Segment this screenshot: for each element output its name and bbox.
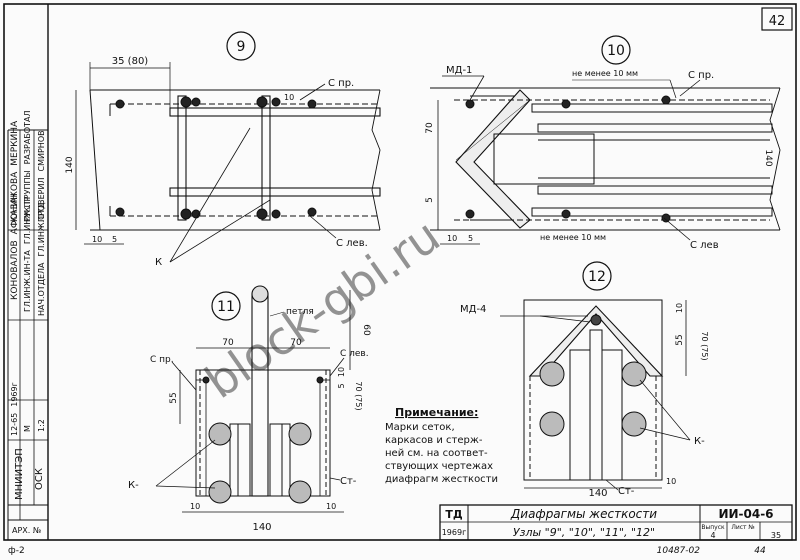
node-11-label-cpr: С пр. xyxy=(150,355,174,365)
note-title: Примечание: xyxy=(395,406,478,419)
sheet-subtitle: Узлы "9", "10", "11", "12" xyxy=(513,526,655,539)
node-11-label-k: К- xyxy=(128,480,139,491)
node-10-number: 10 xyxy=(607,43,625,59)
node-10-dim-70: 70 xyxy=(425,122,435,134)
node-12-dim-70-75: 70 (75) xyxy=(700,331,709,360)
node-11-dim-70a: 70 xyxy=(222,338,234,348)
side-scale-m: М xyxy=(23,425,32,432)
node-9-dim-top: 35 (80) xyxy=(112,56,149,67)
node-9-dim-10a: 10 xyxy=(284,93,294,102)
node-11-dim-140: 140 xyxy=(252,522,271,533)
node-12-dim-140: 140 xyxy=(588,488,607,499)
sheet-value: 35 xyxy=(771,531,781,540)
stamp-year: 1969г xyxy=(442,528,467,537)
node-9-label-clev: С лев. xyxy=(336,238,368,249)
node-11-number: 11 xyxy=(217,299,235,315)
node-10-label-cpr: С пр. xyxy=(688,70,714,81)
node-12-dim-10: 10 xyxy=(675,303,684,313)
node-11-label-loop: петля xyxy=(286,307,314,317)
note-line-3: ней см. на соответ- xyxy=(385,448,488,459)
node-12-label-md: МД-4 xyxy=(460,304,486,315)
node-10-label-clev: С лев xyxy=(690,240,719,251)
node-11-dim-10: 10 xyxy=(337,367,346,377)
footer-number: 10487-02 xyxy=(657,546,701,556)
node-11-dim-10b: 10 xyxy=(190,502,200,511)
node-10-dim-140: 140 xyxy=(763,149,773,166)
node-11-dim-60: 60 xyxy=(361,324,371,336)
node-11-dim-5: 5 xyxy=(337,383,346,388)
node-12: 12 МД-4 10 55 70 (75) К- Ст- 140 10 xyxy=(460,261,709,499)
node-11-dim-70-75: 70 (75) xyxy=(354,381,363,410)
node-12-label-ct: Ст- xyxy=(618,486,635,497)
node-10-dim-5: 5 xyxy=(425,197,435,203)
side-names-b: КАЗАКОВАМЕРКИНА xyxy=(10,120,20,222)
node-11-label-ct: Ст- xyxy=(340,476,357,487)
side-org: МНИИТЭП xyxy=(14,448,25,500)
sheet-label: Лист № xyxy=(731,524,754,531)
side-roles-c: НАЧ.ОТДЕЛАГЛ.ИНЖ.ОТД. xyxy=(37,200,46,316)
footer-page: 44 xyxy=(754,546,766,556)
node-9-number: 9 xyxy=(237,39,246,55)
page-number: 42 xyxy=(769,14,786,29)
side-title-block: КОНОВАЛОВАФОНИН КАЗАКОВАМЕРКИНА ГЛ.ИНЖ.И… xyxy=(7,111,48,540)
note-line-4: ствующих чертежах xyxy=(385,461,493,472)
sheet-title: Диафрагмы жесткости xyxy=(510,507,657,521)
node-10-dim-10: 10 xyxy=(447,234,457,243)
node-9: 9 35 (80) 140 10 10 5 С пр xyxy=(65,31,381,268)
node-11: 11 петля 70 70 60 С пр. С лев. 55 5 10 7 xyxy=(128,285,371,533)
node-11-dim-55: 55 xyxy=(169,392,179,403)
side-roles-a: ГЛ.ИНЖ.ИН-ТАГЛ.ИНЖ.ПР xyxy=(23,197,32,312)
node-10-note-bottom: не менее 10 мм xyxy=(540,233,606,242)
side-arch: АРХ. № xyxy=(12,526,42,535)
node-9-circle xyxy=(226,31,256,61)
node-10-label-md: МД-1 xyxy=(446,65,472,76)
node-12-dim-10b: 10 xyxy=(666,477,676,486)
node-9-label-k: К xyxy=(155,257,162,268)
side-dept: ОСК xyxy=(34,468,45,490)
side-year: 12-651969г xyxy=(10,382,19,436)
node-9-dim-5: 5 xyxy=(112,235,117,244)
footer-left: ф-2 xyxy=(8,546,25,556)
node-11-dim-10c: 10 xyxy=(326,502,336,511)
side-roles-b: РУК.ГРУППЫРАЗРАБОТАЛ xyxy=(23,111,32,222)
node-11-label-clev: С лев. xyxy=(340,349,369,359)
note-line-5: диафрагм жесткости xyxy=(385,474,498,485)
node-12-number: 12 xyxy=(588,269,606,285)
side-roles-d: ПРОВЕРИЛСМИРНОВ xyxy=(37,130,46,222)
side-scale: 1:2 xyxy=(37,419,46,432)
sheet-frame xyxy=(3,3,797,541)
side-names-a: КОНОВАЛОВАФОНИН xyxy=(10,193,20,300)
node-12-dim-55: 55 xyxy=(675,334,685,345)
node-10: 10 МД-1 не менее 10 мм С пр. не менее 10… xyxy=(425,35,781,251)
series-code: ИИ-04-6 xyxy=(718,507,773,521)
stamp-td: ТД xyxy=(445,508,463,521)
issue-value: 4 xyxy=(710,531,715,540)
issue-label: Выпуск xyxy=(701,524,725,531)
note-block: Примечание: Марки сеток, каркасов и стер… xyxy=(385,406,498,485)
node-10-note-top: не менее 10 мм xyxy=(572,69,638,78)
note-line-2: каркасов и стерж- xyxy=(385,435,483,446)
node-10-dim-5b: 5 xyxy=(468,234,473,243)
node-9-dim-10b: 10 xyxy=(92,235,102,244)
node-9-dim-140: 140 xyxy=(65,156,75,173)
node-11-dim-70b: 70 xyxy=(290,338,302,348)
node-12-label-k: К- xyxy=(694,436,705,447)
bottom-title-block: ТД 1969г Диафрагмы жесткости Узлы "9", "… xyxy=(439,504,793,541)
note-line-1: Марки сеток, xyxy=(385,422,455,433)
node-9-label-cpr: С пр. xyxy=(328,78,354,89)
page-number-box xyxy=(761,7,793,31)
